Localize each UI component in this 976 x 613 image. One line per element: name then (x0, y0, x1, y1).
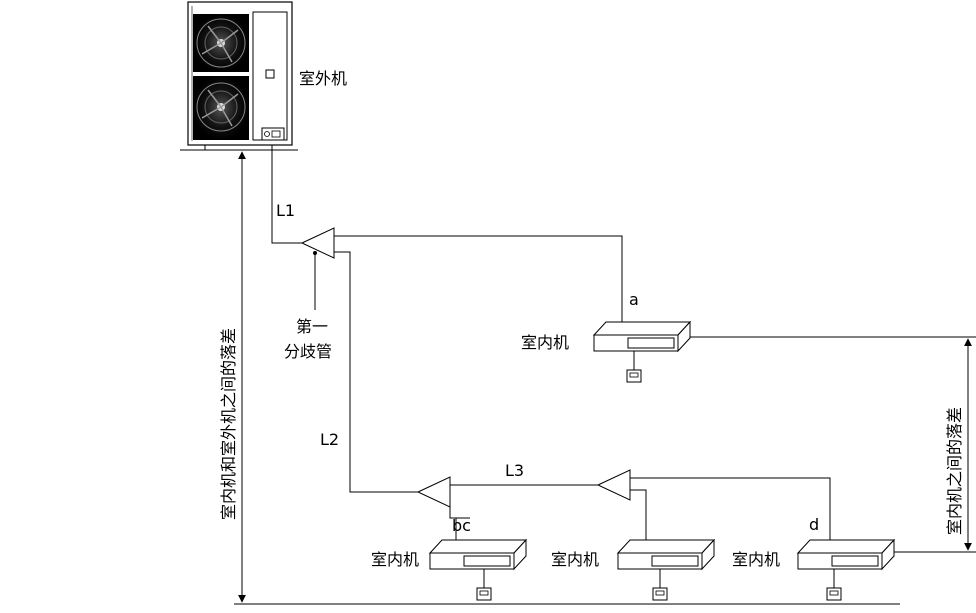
indoor-unit-bc-label: 室内机 (371, 550, 419, 569)
indoor-unit-d-label: 室内机 (732, 550, 780, 569)
branch-pipe-3 (596, 469, 631, 501)
fan-icon (193, 14, 249, 72)
piping (271, 145, 831, 541)
indoor-unit-a-id: a (629, 290, 639, 309)
indoor-unit-middle-label: 室内机 (551, 550, 599, 569)
pipe-label-l1: L1 (276, 201, 295, 220)
indoor-unit-a-label: 室内机 (521, 333, 569, 352)
controller-icon (476, 587, 492, 601)
branch-pipe-label-line2: 分歧管 (284, 342, 332, 361)
pipe-label-l2: L2 (320, 430, 339, 449)
indoor-unit-bc (428, 538, 528, 601)
indoor-unit-d-id: d (809, 515, 819, 534)
fan-icon (193, 76, 249, 140)
dimension-indoor-outdoor (234, 149, 900, 605)
indoor-unit-middle (616, 538, 716, 601)
branch-pipe-label-line1: 第一 (296, 317, 328, 336)
controller-icon (652, 587, 668, 601)
indoor-indoor-drop-label: 室内机之间的落差 (945, 407, 964, 535)
outdoor-unit (180, 1, 298, 151)
indoor-unit-a (592, 320, 692, 383)
branch-pipe-2 (416, 476, 451, 508)
indoor-unit-d (796, 538, 896, 601)
branch-pipe-1 (300, 227, 335, 259)
indoor-outdoor-drop-label: 室内机和室外机之间的落差 (219, 328, 238, 520)
dimension-indoor-indoor (690, 336, 976, 553)
controller-icon (626, 369, 642, 383)
outdoor-unit-label: 室外机 (299, 69, 347, 88)
pipe-label-l3: L3 (505, 461, 524, 480)
controller-icon (826, 587, 842, 601)
indoor-unit-bc-id: bc (452, 516, 471, 535)
